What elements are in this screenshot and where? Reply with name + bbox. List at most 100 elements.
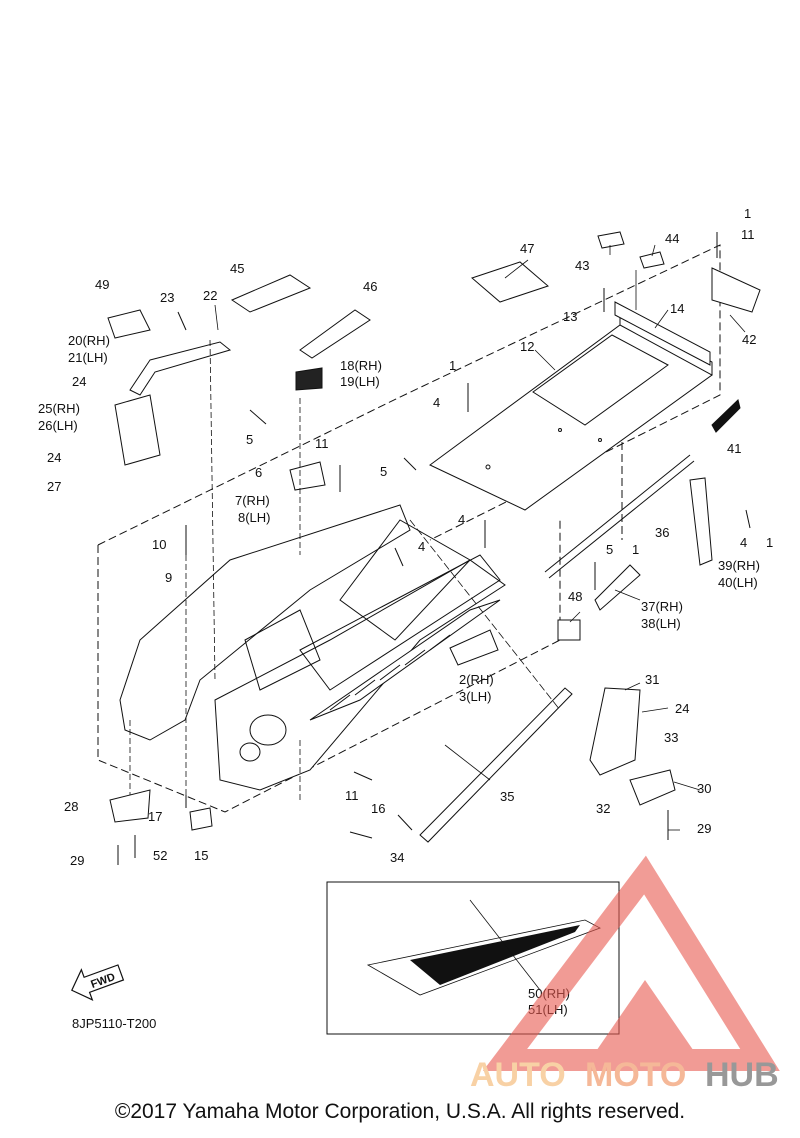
callout-8: 8(LH) (238, 510, 271, 525)
callout-37: 37(RH) (641, 599, 683, 614)
copyright: ©2017 Yamaha Motor Corporation, U.S.A. A… (114, 1100, 686, 1123)
callout-4c: 4 (418, 539, 425, 554)
callout-1-mid: 1 (449, 358, 456, 373)
plate-15 (189, 807, 213, 831)
callout-46: 46 (363, 279, 377, 294)
callout-2: 2(RH) (459, 672, 494, 687)
callout-27: 27 (47, 479, 61, 494)
callout-30: 30 (697, 781, 711, 796)
callout-5a: 5 (246, 432, 253, 447)
callout-24a: 24 (72, 374, 86, 389)
chain-bracket (689, 477, 713, 566)
callout-11b: 11 (345, 788, 359, 803)
truss (309, 599, 501, 721)
deck-window (532, 334, 669, 426)
bracket-25 (114, 394, 161, 466)
tunnel-side (214, 559, 506, 791)
panel-41 (711, 399, 741, 433)
callout-4a: 4 (433, 395, 440, 410)
callout-23: 23 (160, 290, 174, 305)
dashed-outline-upper (97, 244, 721, 546)
callout-18: 18(RH) (340, 358, 382, 373)
callout-11a: 11 (315, 436, 329, 451)
callout-21: 21(LH) (68, 350, 108, 365)
callout-24c: 24 (675, 701, 689, 716)
callout-32: 32 (596, 801, 610, 816)
callout-33: 33 (664, 730, 678, 745)
callout-48: 48 (568, 589, 582, 604)
watermark-moto: MOTO (585, 1056, 686, 1094)
callout-19: 19(LH) (340, 374, 380, 389)
cap-18 (295, 367, 323, 391)
callout-4b: 4 (458, 512, 465, 527)
callout-44: 44 (665, 231, 679, 246)
callout-22: 22 (203, 288, 217, 303)
callout-5c: 5 (606, 542, 613, 557)
callout-31: 31 (645, 672, 659, 687)
callout-17: 17 (148, 809, 162, 824)
callout-15: 15 (194, 848, 208, 863)
bracket-7 (289, 461, 326, 491)
watermark-hub: HUB (705, 1056, 779, 1094)
pad-45 (230, 274, 312, 313)
callout-13: 13 (563, 309, 577, 324)
callout-14: 14 (670, 301, 684, 316)
part-48 (557, 619, 581, 641)
part-49 (107, 309, 151, 339)
callout-16: 16 (371, 801, 385, 816)
callout-34: 34 (390, 850, 404, 865)
bracket-31 (589, 687, 641, 776)
callout-9: 9 (165, 570, 172, 585)
pad-43 (597, 231, 625, 249)
callout-1-top: 1 (744, 206, 751, 221)
callout-5b: 5 (380, 464, 387, 479)
callout-28: 28 (64, 799, 78, 814)
callouts: 1 11 42 44 43 47 13 14 12 1 49 45 46 22 … (38, 206, 773, 868)
leader-lines (129, 244, 746, 831)
callout-12: 12 (520, 339, 534, 354)
callout-1d: 1 (766, 535, 773, 550)
dashed-outline-lower (97, 520, 561, 813)
plate-2 (449, 629, 499, 666)
pad-47 (471, 261, 549, 303)
callout-39: 39(RH) (718, 558, 760, 573)
watermark-auto: AUTO (470, 1056, 566, 1094)
callout-35: 35 (500, 789, 514, 804)
strap-20 (129, 341, 232, 396)
pad-44 (639, 251, 665, 269)
watermark-logo: AUTO MOTO HUB (470, 855, 780, 1094)
callout-38: 38(LH) (641, 616, 681, 631)
plate-30 (629, 769, 676, 806)
bolts (117, 232, 751, 865)
callout-26: 26(LH) (38, 418, 78, 433)
callout-41: 41 (727, 441, 741, 456)
callout-6: 6 (255, 465, 262, 480)
callout-49: 49 (95, 277, 109, 292)
callout-3: 3(LH) (459, 689, 492, 704)
callout-7: 7(RH) (235, 493, 270, 508)
bracket-37 (594, 564, 641, 611)
callout-36: 36 (655, 525, 669, 540)
callout-24b: 24 (47, 450, 61, 465)
rail-bracket (614, 301, 711, 366)
callout-20: 20(RH) (68, 333, 110, 348)
side-rail-tube (419, 687, 573, 843)
callout-40: 40(LH) (718, 575, 758, 590)
callout-4d: 4 (740, 535, 747, 550)
fwd-arrow: FWD (71, 964, 125, 1001)
callout-10: 10 (152, 537, 166, 552)
callout-29b: 29 (70, 853, 84, 868)
deck-plate (429, 324, 713, 511)
callout-42: 42 (742, 332, 756, 347)
part-42 (711, 267, 761, 313)
callout-47: 47 (520, 241, 534, 256)
callout-52: 52 (153, 848, 167, 863)
callout-1c: 1 (632, 542, 639, 557)
callout-29a: 29 (697, 821, 711, 836)
rod (544, 454, 691, 573)
callout-25: 25(RH) (38, 401, 80, 416)
tunnel-frame (119, 504, 411, 741)
callout-43: 43 (575, 258, 589, 273)
plate-28 (109, 789, 151, 823)
